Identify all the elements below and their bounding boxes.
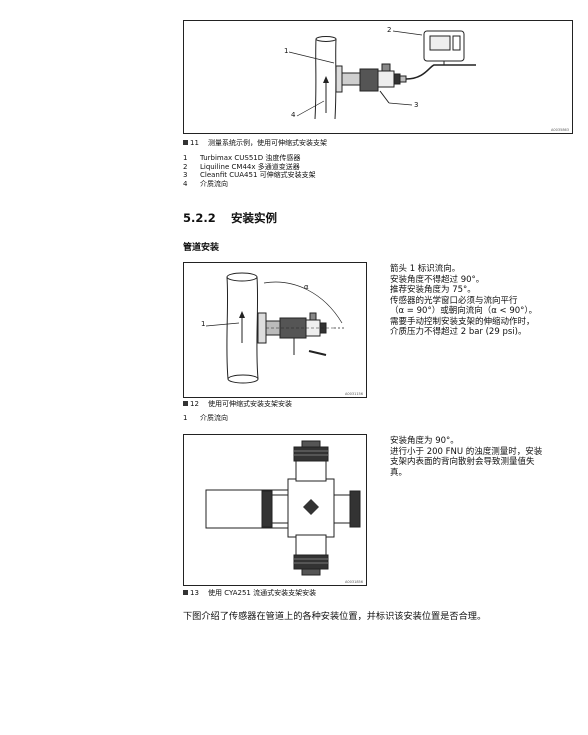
- figure-11-measuring-system: 1 2 3 4 A0035863: [183, 20, 573, 134]
- subsection-heading: 管道安装: [183, 243, 220, 253]
- callout-2: 2: [387, 26, 392, 34]
- callout-1: 1: [284, 47, 289, 55]
- callout-alpha: α: [304, 283, 309, 291]
- figure-id: A0035863: [551, 128, 569, 132]
- figure-marker-icon: [183, 401, 188, 406]
- figure-marker-icon: [183, 140, 188, 145]
- callout-4: 4: [291, 111, 296, 119]
- closing-paragraph: 下图介绍了传感器在管道上的各种安装位置，并标识该安装位置是否合理。: [183, 611, 487, 622]
- figure-12-retractable-installation: 1 α A0031156: [183, 262, 367, 398]
- figure-12-description: 箭头 1 标识流向。 安装角度不得超过 90°。 推荐安装角度为 75°。 传感…: [390, 264, 538, 337]
- figure-13-description: 安装角度为 90°。 进行小于 200 FNU 的浊度测量时，安装 支架内表面的…: [390, 436, 543, 478]
- figure-id: A0031156: [345, 392, 363, 396]
- figure-marker-icon: [183, 590, 188, 595]
- callout-3: 3: [414, 101, 419, 109]
- figure-id: A0031856: [345, 580, 363, 584]
- callout-1: 1: [201, 320, 206, 328]
- figure-13-flow-assembly: A0031856: [183, 434, 367, 586]
